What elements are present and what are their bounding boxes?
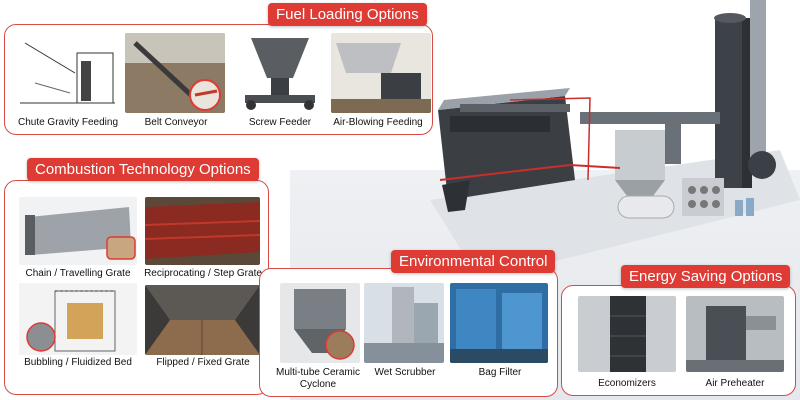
combustion-item-label-4: Flipped / Fixed Grate — [156, 357, 250, 368]
combustion-item-label-3: Bubbling / Fluidized Bed — [24, 357, 132, 368]
screw-feeder-image — [231, 33, 329, 113]
bubbling-fluidized-bed-image — [19, 283, 137, 355]
fuel-item-label-3: Screw Feeder — [248, 117, 312, 128]
reciprocating-step-grate-image — [145, 197, 260, 265]
energy-saving-title: Energy Saving Options — [621, 265, 791, 288]
air-preheater-image — [686, 296, 784, 372]
environmental-title: Environmental Control — [391, 250, 556, 273]
energy-item-label-1: Economizers — [598, 378, 656, 389]
combustion-title: Combustion Technology Options — [27, 158, 259, 181]
environmental-item-label-3: Bag Filter — [478, 367, 522, 378]
fuel-loading-title: Fuel Loading Options — [268, 3, 427, 26]
wet-scrubber-image — [364, 283, 444, 363]
combustion-panel: Chain / Travelling Grate Reciprocating /… — [4, 180, 269, 395]
belt-conveyor-image — [125, 33, 225, 113]
boiler-plant-illustration — [430, 0, 800, 280]
environmental-item-label-1: Multi-tube Ceramic Cyclone — [276, 367, 360, 390]
environmental-panel: Multi-tube Ceramic Cyclone Wet Scrubber … — [259, 268, 558, 397]
energy-item-label-2: Air Preheater — [705, 378, 765, 389]
air-blowing-feeding-image — [331, 33, 431, 113]
bag-filter-image — [450, 283, 548, 363]
fuel-item-label-2: Belt Conveyor — [144, 117, 208, 128]
combustion-item-label-1: Chain / Travelling Grate — [25, 268, 131, 279]
environmental-item-label-2: Wet Scrubber — [374, 367, 436, 378]
multi-tube-ceramic-cyclone-image — [280, 283, 360, 363]
energy-saving-panel: Economizers Air Preheater — [561, 285, 796, 396]
combustion-item-label-2: Reciprocating / Step Grate — [144, 268, 262, 279]
economizers-image — [578, 296, 676, 372]
flipped-fixed-grate-image — [145, 285, 260, 355]
fuel-loading-panel: Chute Gravity Feeding Belt Conveyor Scre… — [4, 24, 433, 135]
chain-travelling-grate-image — [19, 197, 137, 265]
fuel-item-label-4: Air-Blowing Feeding — [333, 117, 423, 128]
fuel-item-label-1: Chute Gravity Feeding — [17, 117, 119, 128]
chute-gravity-feeding-image — [15, 33, 121, 115]
